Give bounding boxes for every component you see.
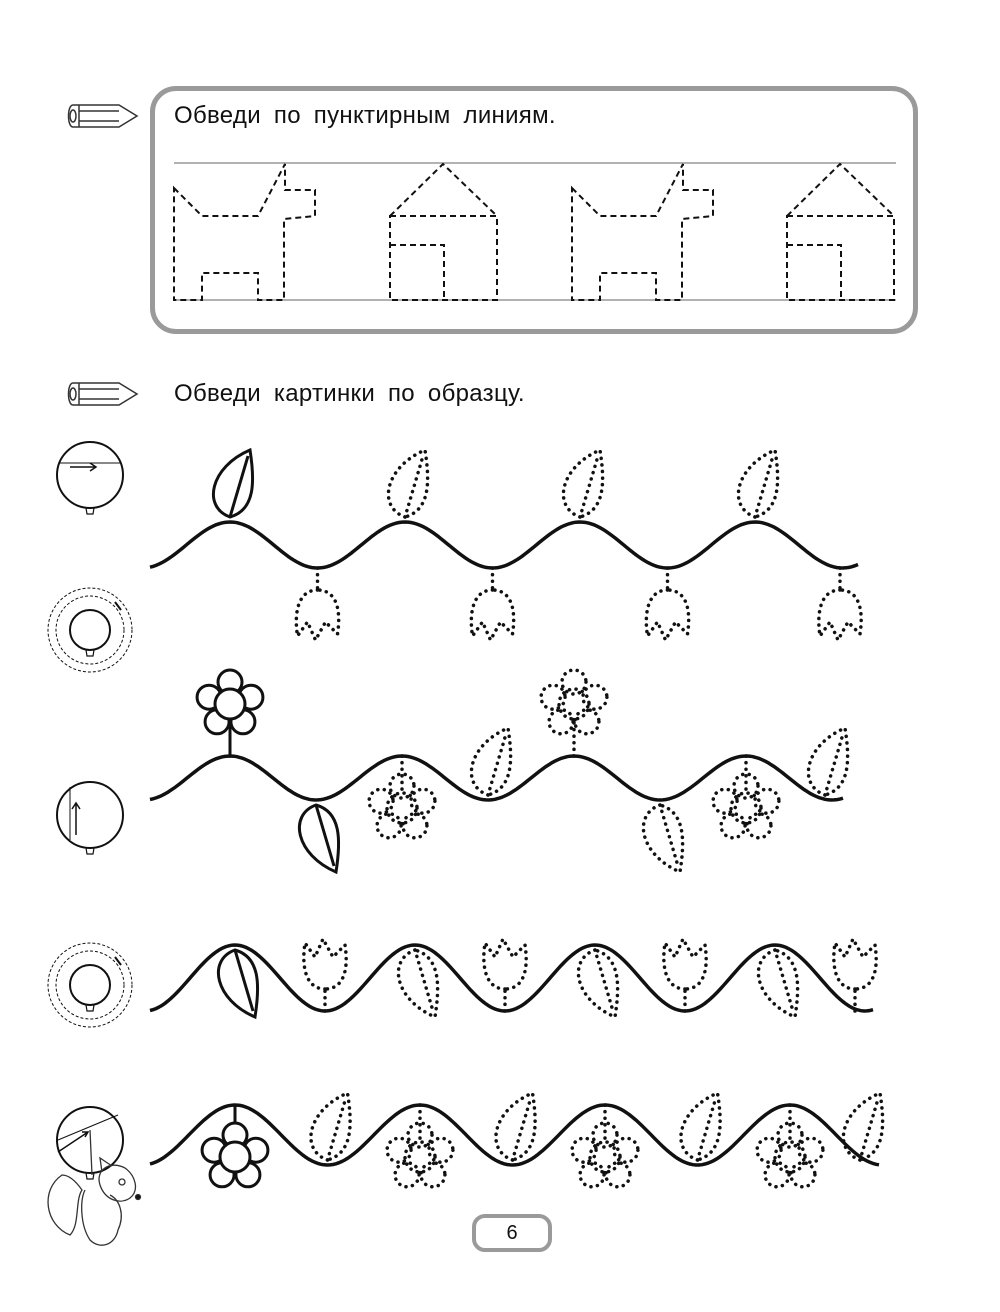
flower-shape [385, 1103, 455, 1189]
balloon-arrow-icon [56, 1106, 124, 1180]
wave-row [149, 447, 863, 644]
flower-shape [755, 1103, 825, 1189]
page-number: 6 [472, 1214, 552, 1252]
task2-instruction: Обведи картинки по образцу. [174, 380, 525, 407]
tulip-shape [482, 935, 528, 1013]
pencil-icon [67, 382, 139, 406]
flower-shape [367, 754, 437, 840]
tulip-shape [662, 935, 708, 1013]
dotted-house-figure [389, 162, 498, 301]
flower-shape [195, 668, 265, 756]
flower-shape [570, 1103, 640, 1189]
leaf-shape [386, 447, 430, 519]
wave-line [149, 520, 859, 570]
dotted-dog-figure [571, 163, 714, 301]
flower-shape [200, 1105, 270, 1189]
leaf-shape [469, 725, 513, 797]
pencil-icon [67, 104, 139, 128]
balloon-arrow-icon [47, 587, 133, 673]
leaf-shape [736, 447, 780, 519]
dotted-house-figure [786, 162, 895, 301]
wave-row [149, 668, 850, 875]
leaf-shape [309, 1090, 352, 1162]
dotted-dog-figure [173, 163, 316, 301]
leaf-shape [561, 447, 605, 519]
wave-row [149, 1090, 885, 1189]
leaf-shape [396, 948, 440, 1020]
leaf-shape [217, 948, 260, 1020]
balloon-arrow-icon [56, 441, 124, 515]
leaf-shape [576, 948, 620, 1020]
leaf-shape [679, 1090, 722, 1162]
leaf-shape [841, 1090, 885, 1162]
leaf-shape [806, 725, 850, 797]
flower-shape [711, 754, 781, 840]
leaf-shape [212, 447, 255, 519]
task1-instruction: Обведи по пунктирным линиям. [174, 102, 556, 129]
wave-line [149, 1103, 880, 1167]
squirrel-illustration [47, 1129, 142, 1246]
tulip-shape [294, 566, 341, 644]
balloon-arrow-icon [56, 781, 124, 855]
wave-line [149, 754, 844, 802]
balloon-arrow-icon [47, 942, 133, 1028]
tulip-shape [817, 566, 863, 644]
leaf-shape [494, 1090, 537, 1162]
tulip-shape [832, 935, 878, 1013]
leaf-shape [756, 948, 800, 1020]
leaf-shape [641, 803, 685, 875]
tulip-shape [644, 566, 691, 644]
wave-row [149, 935, 878, 1020]
tulip-shape [302, 935, 348, 1013]
task1-box [150, 86, 918, 334]
tulip-shape [469, 566, 516, 644]
leaf-shape [298, 803, 341, 875]
wave-line [149, 943, 874, 1013]
flower-shape [539, 668, 609, 758]
